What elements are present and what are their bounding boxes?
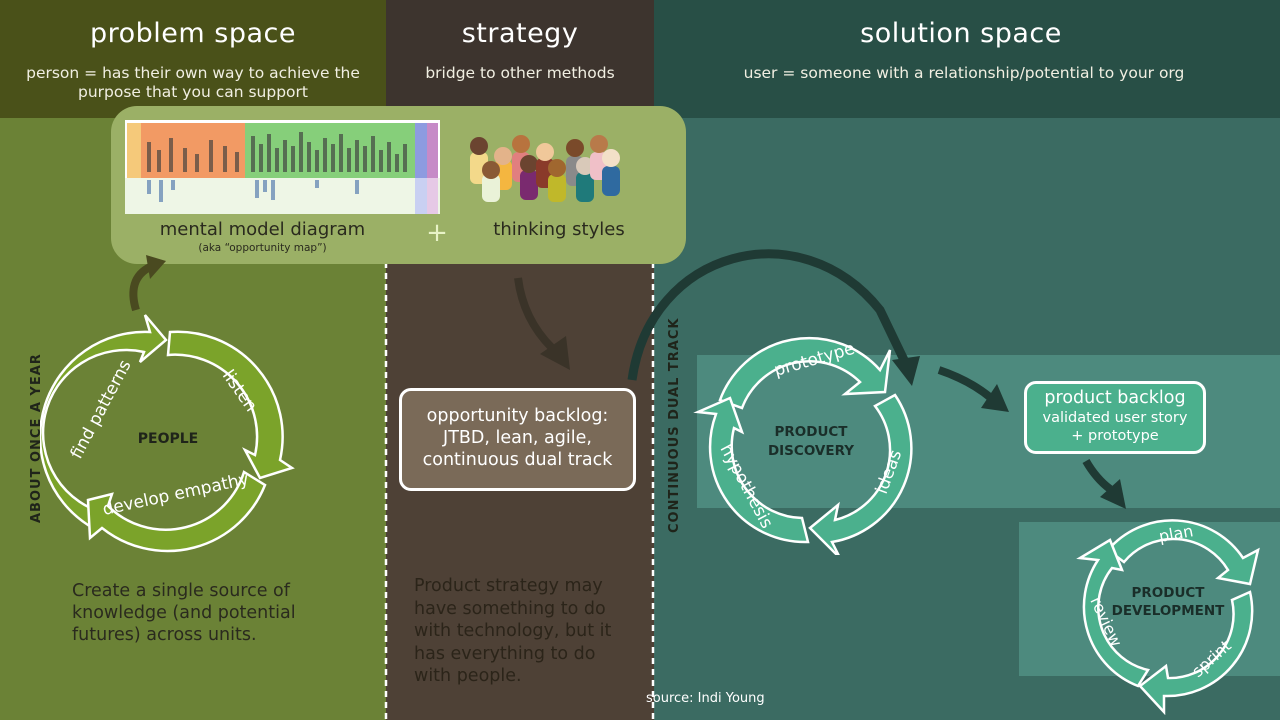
solution-space-title: solution space: [860, 18, 1062, 49]
product-backlog-title: product backlog: [1044, 388, 1186, 408]
mental-model-diagram-image: [125, 120, 440, 214]
opportunity-backlog-box: opportunity backlog: JTBD, lean, agile, …: [399, 388, 636, 491]
arrow-to-product-backlog: [937, 366, 1009, 412]
arrow-to-opportunity-backlog: [514, 277, 570, 370]
thinking-styles-label: thinking styles: [493, 219, 625, 240]
strategy-title: strategy: [461, 18, 579, 49]
source-credit: source: Indi Young: [646, 691, 765, 706]
development-center-line1: PRODUCT: [1131, 585, 1205, 601]
strategy-subtitle: bridge to other methods: [425, 64, 615, 82]
strategy-header: [386, 0, 654, 118]
development-center-line2: DEVELOPMENT: [1112, 603, 1226, 619]
product-development-cycle: PRODUCT DEVELOPMENT plan sprint review: [1076, 519, 1260, 715]
solution-space-header: [654, 0, 1280, 118]
thinking-styles-image: [470, 135, 620, 202]
discovery-center-line2: DISCOVERY: [768, 443, 854, 459]
plus-sign: +: [426, 218, 448, 248]
product-discovery-cycle: PRODUCT DISCOVERY prototype ideas hypoth…: [693, 336, 913, 555]
mental-model-label: mental model diagram: [159, 219, 366, 240]
solution-space-subtitle: user = someone with a relationship/poten…: [743, 64, 1185, 82]
opportunity-backlog-text: opportunity backlog: JTBD, lean, agile, …: [422, 406, 613, 470]
people-cycle-center: PEOPLE: [138, 431, 198, 447]
product-backlog-line2: validated user story: [1042, 410, 1188, 426]
discovery-center-line1: PRODUCT: [774, 424, 848, 440]
product-backlog-line3: + prototype: [1071, 428, 1159, 444]
segment-find-patterns: find patterns: [67, 357, 136, 463]
arrow-to-callout: [129, 255, 166, 312]
problem-space-header: [0, 0, 386, 118]
mental-model-note: (aka “opportunity map”): [198, 242, 327, 254]
problem-space-title: problem space: [89, 18, 296, 49]
about-once-a-year-label: ABOUT ONCE A YEAR: [29, 353, 44, 523]
arrow-to-product-development: [1082, 458, 1126, 509]
product-backlog-box: product backlog validated user story + p…: [1024, 381, 1206, 454]
problem-space-description: Create a single source of knowledge (and…: [72, 581, 296, 645]
strategy-description: Product strategy may have something to d…: [414, 576, 612, 686]
people-cycle: PEOPLE find patterns listen develop empa…: [40, 314, 295, 553]
dual-track-arc-arrow: [627, 249, 920, 386]
problem-space-subtitle: person = has their own way to achieve th…: [26, 64, 360, 101]
